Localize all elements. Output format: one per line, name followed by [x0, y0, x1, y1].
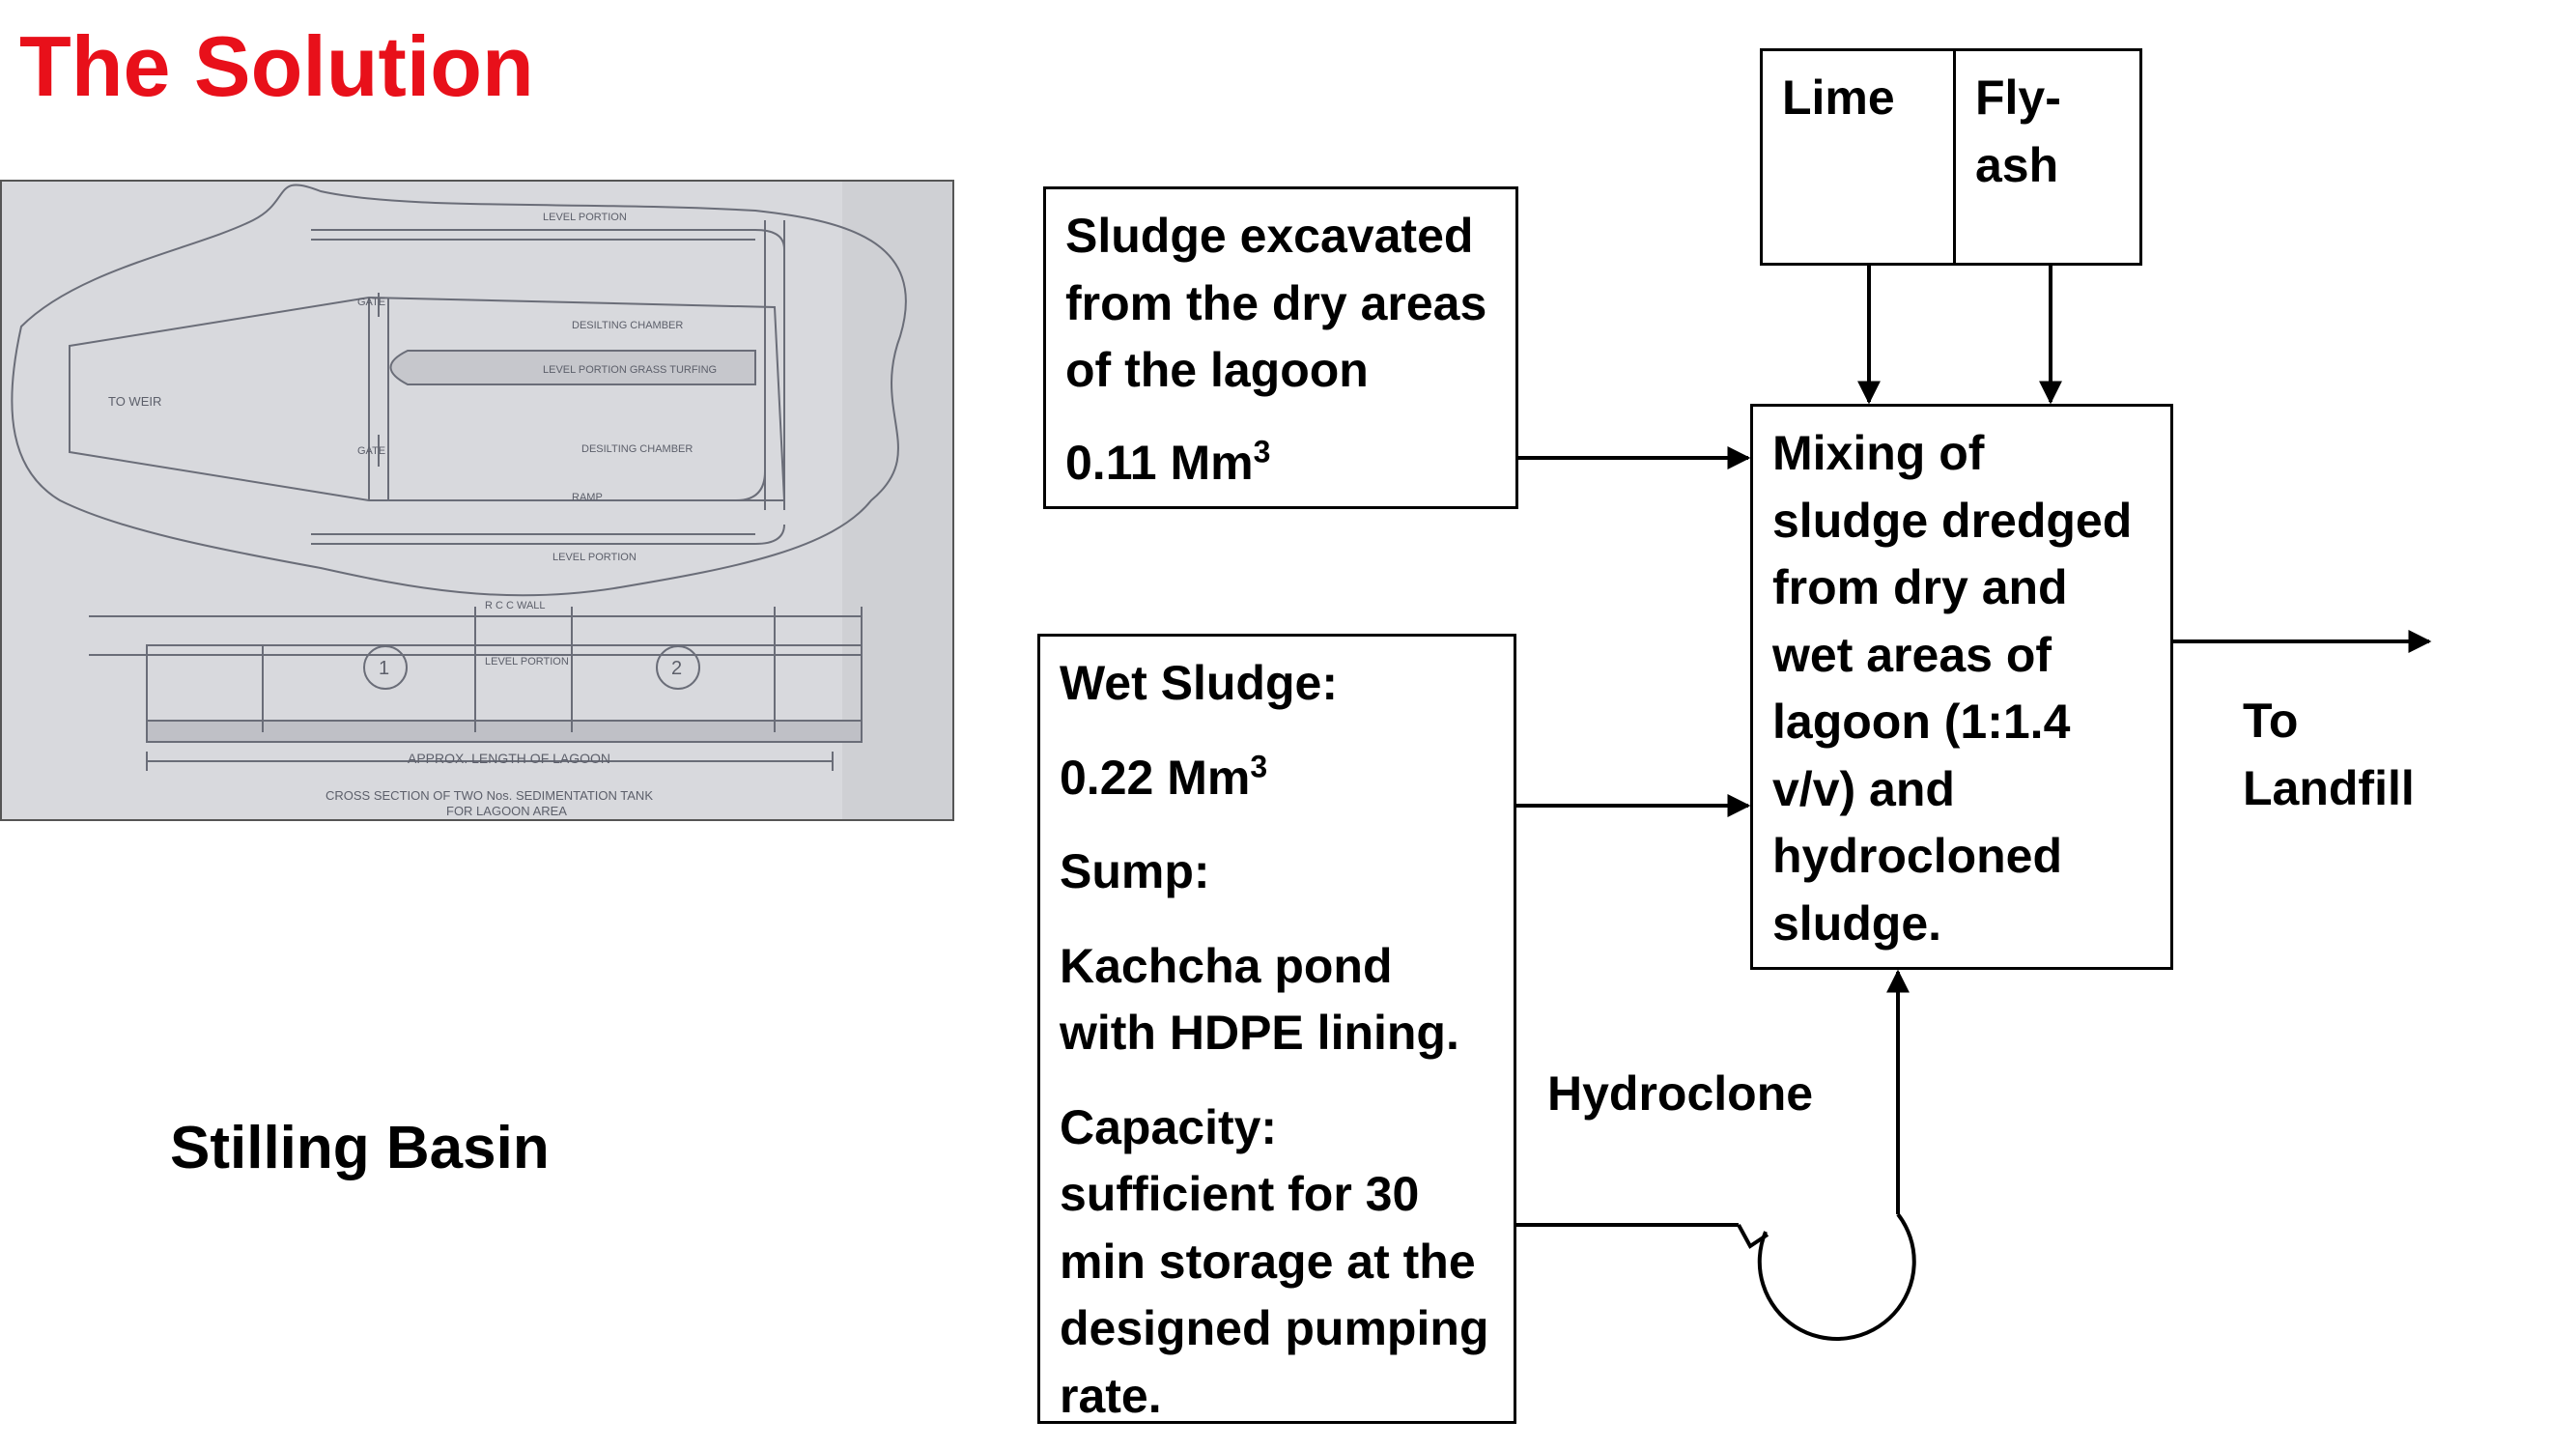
photo-caption: Stilling Basin	[170, 1115, 550, 1181]
sump-label: Sump:	[1060, 844, 1210, 898]
dry-sludge-text: Sludge excavated from the dry areas of t…	[1065, 209, 1487, 397]
drawing-label-level-portion-bottom: LEVEL PORTION	[552, 552, 637, 563]
drawing-label-grass-turfing: LEVEL PORTION GRASS TURFING	[543, 364, 717, 376]
dry-sludge-volume: 0.11 Mm3	[1065, 430, 1496, 497]
drawing-label-approx-length: APPROX. LENGTH OF LAGOON	[408, 751, 610, 766]
mixing-text: Mixing of sludge dredged from dry and we…	[1772, 426, 2133, 951]
drawing-svg: LEVEL PORTION DESILTING CHAMBER LEVEL PO…	[2, 182, 952, 819]
slide-title: The Solution	[19, 18, 534, 114]
sump-text: Kachcha pond with HDPE lining.	[1060, 938, 1459, 1061]
dry-volume-sup: 3	[1253, 433, 1271, 469]
drawing-label-to-weir: TO WEIR	[108, 394, 161, 409]
drawing-label-cross-level: LEVEL PORTION	[485, 656, 569, 668]
lime-label: Lime	[1782, 71, 1895, 125]
drawing-label-desilting-2: DESILTING CHAMBER	[581, 443, 693, 455]
drawing-label-level-portion-top: LEVEL PORTION	[543, 212, 627, 223]
drawing-label-cross-section-2: FOR LAGOON AREA	[446, 804, 567, 818]
dry-sludge-box: Sludge excavated from the dry areas of t…	[1043, 186, 1518, 509]
stilling-basin-drawing: LEVEL PORTION DESILTING CHAMBER LEVEL PO…	[0, 180, 954, 821]
to-landfill-label: To Landfill	[2243, 694, 2415, 815]
wet-sludge-heading: Wet Sludge:	[1060, 656, 1338, 710]
flyash-label: Fly-ash	[1975, 71, 2061, 192]
wet-volume-sup: 3	[1250, 748, 1268, 783]
drawing-label-gate-top: GATE	[357, 297, 385, 308]
drawing-label-desilting-1: DESILTING CHAMBER	[572, 320, 683, 331]
lime-cell: Lime	[1763, 51, 1956, 263]
hydroclone-body	[1757, 1212, 1916, 1341]
capacity-text: sufficient for 30 min storage at the des…	[1060, 1167, 1489, 1423]
hydroclone-label: Hydroclone	[1547, 1066, 1814, 1121]
capacity-label: Capacity:	[1060, 1099, 1278, 1154]
wet-volume-value: 0.22 Mm	[1060, 750, 1251, 805]
drawing-label-gate-bottom: GATE	[357, 445, 385, 457]
wet-sludge-volume: 0.22 Mm3	[1060, 745, 1494, 812]
flyash-cell: Fly-ash	[1956, 51, 2139, 263]
wet-sludge-box: Wet Sludge: 0.22 Mm3 Sump: Kachcha pond …	[1037, 634, 1516, 1424]
drawing-label-num-1: 1	[379, 658, 389, 679]
drawing-label-cross-section-1: CROSS SECTION OF TWO Nos. SEDIMENTATION …	[326, 788, 653, 803]
additives-box: Lime Fly-ash	[1760, 48, 2142, 266]
dry-volume-value: 0.11 Mm	[1065, 435, 1254, 490]
mixing-box: Mixing of sludge dredged from dry and we…	[1750, 404, 2173, 970]
drawing-label-rcc-wall: R C C WALL	[485, 600, 546, 611]
drawing-label-ramp: RAMP	[572, 492, 603, 503]
drawing-label-num-2: 2	[671, 658, 682, 679]
